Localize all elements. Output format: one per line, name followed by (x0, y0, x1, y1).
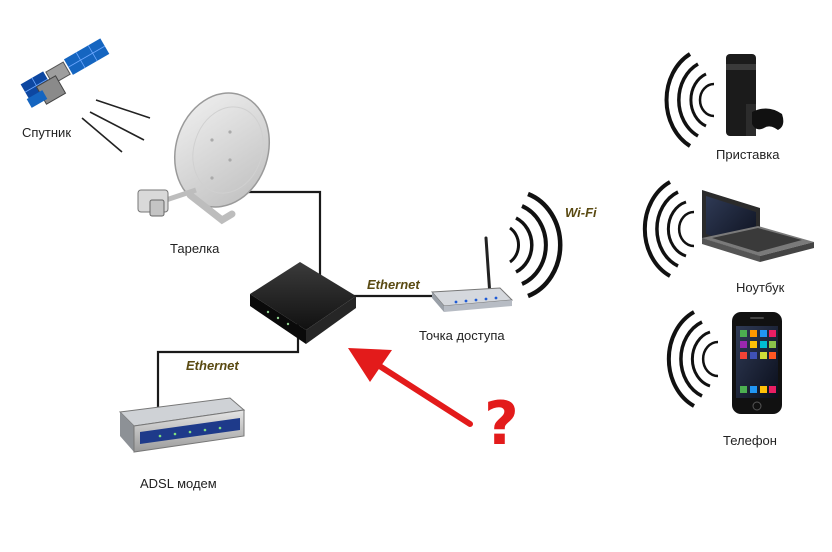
cable-dish-to-receiver (240, 190, 322, 280)
satellite-signal-lines (81, 99, 151, 153)
phone-wifi-waves (666, 310, 719, 408)
game-console-icon (726, 54, 784, 136)
adsl-modem-label: ADSL модем (140, 476, 217, 491)
laptop-icon (702, 190, 814, 262)
tv-receiver-icon (250, 262, 356, 344)
dish-label: Тарелка (170, 241, 220, 256)
laptop-wifi-waves (642, 180, 695, 278)
console-wifi-waves (664, 52, 715, 148)
adsl-modem-icon (118, 397, 246, 453)
satellite-dish-icon (137, 92, 271, 225)
console-label: Приставка (716, 147, 780, 162)
smartphone-icon (732, 312, 782, 414)
question-mark: ? (484, 389, 519, 459)
satellite-icon (20, 38, 110, 108)
access-point-label: Точка доступа (419, 328, 505, 343)
laptop-label: Ноутбук (736, 280, 785, 295)
ethernet-modem-label: Ethernet (186, 358, 239, 373)
wifi-waves-icon (509, 191, 563, 299)
wifi-access-point-icon (430, 236, 514, 312)
ethernet-ap-label: Ethernet (367, 277, 420, 292)
satellite-label: Спутник (22, 125, 72, 140)
red-arrow (348, 348, 473, 427)
phone-label: Телефон (723, 433, 777, 448)
wifi-label: Wi-Fi (565, 205, 597, 220)
